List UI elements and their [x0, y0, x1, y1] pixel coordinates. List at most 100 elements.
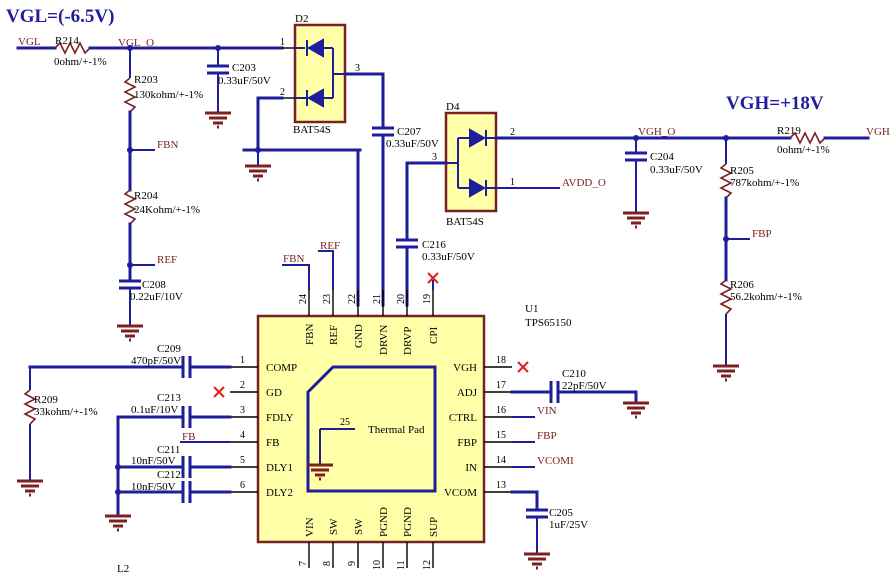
wire-pin24-fbn [282, 264, 310, 290]
u1-right-pin: 14 IN [465, 455, 512, 474]
r214-value: 0ohm/+-1% [54, 56, 107, 68]
u1-bottom-pin: 11 PGND [396, 507, 414, 570]
u1-right-pin: 16 CTRL [449, 405, 512, 424]
pin-number: 6 [240, 480, 245, 491]
d4-pin3: 3 [432, 152, 437, 163]
pin-name: VIN [304, 517, 316, 537]
r205-ref: R205 [730, 165, 754, 177]
pin-name: CTRL [449, 412, 477, 424]
pin-name: PGND [402, 507, 414, 537]
u1-top-pin: 20 DRVP [396, 290, 414, 355]
c205-value: 1uF/25V [549, 519, 588, 531]
u1-top-pin: 23 REF [322, 290, 340, 345]
diode-icon [469, 128, 487, 148]
c203-value: 0.33uF/50V [218, 75, 271, 87]
u1-bottom-pin: 9 SW [347, 518, 365, 568]
r206-value: 56.2kohm/+-1% [730, 291, 802, 303]
pin-number: 18 [496, 355, 506, 366]
pin-number: 17 [496, 380, 506, 391]
r204-value: 24Kohm/+-1% [134, 204, 200, 216]
net-vgl-label: VGL [18, 36, 41, 48]
r204-resistor [123, 189, 137, 225]
r219-value: 0ohm/+-1% [777, 144, 830, 156]
u1-right-pin: 15 FBP [457, 430, 512, 449]
pin-name: SW [328, 518, 340, 535]
pin-name: PGND [378, 507, 390, 537]
wire-vcom-c205 [510, 490, 539, 512]
d4-pin2: 2 [510, 127, 515, 138]
pin-name: VCOM [444, 487, 477, 499]
net-vgh-o-label: VGH_O [638, 126, 675, 138]
vgh-title: VGH=+18V [726, 93, 824, 114]
u1-left-pin: 4 FB [230, 430, 279, 449]
c210-value: 22pF/50V [562, 380, 607, 392]
c204-value: 0.33uF/50V [650, 164, 703, 176]
r206-ref: R206 [730, 279, 754, 291]
c209-value: 470pF/50V [131, 355, 181, 367]
pin-name: GND [353, 324, 365, 348]
pin-name: CPI [428, 327, 440, 344]
c204-ref: C204 [650, 151, 674, 163]
pin-number: 2 [240, 380, 245, 391]
d4-ref: D4 [446, 101, 460, 113]
c213-value: 0.1uF/10V [131, 404, 178, 416]
pin-number: 5 [240, 455, 245, 466]
c212-value: 10nF/50V [131, 481, 176, 493]
pin-number: 16 [496, 405, 506, 416]
junction [115, 489, 121, 495]
wire-c210-gnd [556, 390, 638, 404]
pin-name: REF [328, 325, 340, 345]
d4-pin1: 1 [510, 177, 515, 188]
ground-icon [115, 324, 145, 342]
pin-name: VGH [453, 362, 477, 374]
pin-name: SW [353, 518, 365, 535]
net-ref-pin23-label: REF [320, 240, 340, 252]
pin-number: 11 [396, 560, 407, 570]
pin-name: DLY1 [266, 462, 293, 474]
u1-top-pin: 21 DRVN [372, 290, 390, 355]
c208-value: 0.22uF/10V [130, 291, 183, 303]
r204-ref: R204 [134, 190, 158, 202]
c207-ref: C207 [397, 126, 421, 138]
c211-value: 10nF/50V [131, 455, 176, 467]
u1-right-pin: 13 VCOM [444, 480, 512, 499]
pin-name: SUP [428, 517, 440, 537]
u1-left-pin: 1 COMP [230, 355, 297, 374]
pin-number: 22 [347, 294, 358, 304]
r214-ref: R214 [55, 35, 79, 47]
c207-value: 0.33uF/50V [386, 138, 439, 150]
net-vgl-o-label: VGL_O [118, 37, 154, 49]
c216-ref: C216 [422, 239, 446, 251]
r205-value: 787kohm/+-1% [730, 177, 799, 189]
net-vcom-label: VCOMI [537, 455, 574, 467]
pin-name: FBN [304, 324, 316, 345]
net-fbn-pin24-label: FBN [283, 253, 304, 265]
pin-number: 15 [496, 430, 506, 441]
r203-value: 130kohm/+-1% [134, 89, 203, 101]
pin-name: DRVP [402, 327, 414, 355]
net-vin-label: VIN [537, 405, 557, 417]
d2-pin2: 2 [280, 87, 285, 98]
no-connect-icon [213, 386, 225, 398]
pin-name: IN [465, 462, 477, 474]
pin-number: 4 [240, 430, 245, 441]
u1-part: TPS65150 [525, 317, 572, 329]
pin-number: 21 [372, 294, 383, 304]
thermal-pad-pin: 25 [340, 417, 350, 428]
pin-name: FBP [457, 437, 477, 449]
c213-ref: C213 [157, 392, 181, 404]
ground-icon [711, 364, 741, 382]
u1-chip [256, 314, 486, 544]
c205-ref: C205 [549, 507, 573, 519]
no-connect-icon [517, 361, 529, 373]
pin-number: 12 [422, 560, 433, 570]
pin-number: 8 [322, 561, 333, 566]
pin-number: 14 [496, 455, 506, 466]
net-fb-label: FB [182, 431, 195, 443]
junction [115, 464, 121, 470]
u1-top-pin: 22 GND [347, 290, 365, 348]
pin-name: ADJ [457, 387, 478, 399]
c210-ref: C210 [562, 368, 586, 380]
pin-number: 13 [496, 480, 506, 491]
